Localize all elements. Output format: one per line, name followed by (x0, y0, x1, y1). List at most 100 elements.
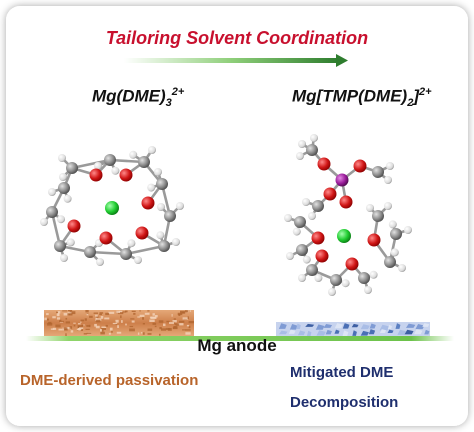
texture-speck (152, 322, 157, 325)
hydrogen-atom (298, 140, 306, 148)
hydrogen-atom (296, 152, 304, 160)
hydrogen-atom (134, 256, 142, 264)
texture-speck (115, 319, 119, 323)
texture-speck (180, 310, 186, 314)
hydrogen-atom (147, 183, 156, 192)
carbon-atom (158, 240, 170, 252)
mosaic-tile (323, 324, 333, 328)
mosaic-tile (278, 323, 287, 329)
texture-speck (59, 320, 64, 322)
texture-speck (121, 320, 123, 323)
texture-speck (144, 312, 150, 315)
texture-speck (95, 325, 100, 329)
mosaic-tile (278, 330, 288, 335)
texture-speck (95, 315, 99, 319)
right-formula-close: ] (413, 86, 419, 106)
hydrogen-atom (404, 226, 412, 234)
left-complex-formula: Mg(DME)32+ (92, 86, 184, 109)
hydrogen-atom (57, 215, 65, 224)
carbon-atom (312, 200, 324, 212)
mosaic-tile (422, 323, 430, 327)
texture-speck (142, 332, 145, 335)
texture-speck (175, 323, 180, 326)
texture-speck (139, 310, 141, 312)
oxygen-atom (339, 195, 353, 209)
hydrogen-atom (48, 188, 56, 196)
texture-speck (115, 323, 118, 325)
carbon-atom (306, 264, 318, 276)
texture-speck (142, 316, 144, 320)
carbon-atom (294, 216, 306, 228)
carbon-atom (46, 206, 58, 218)
texture-speck (86, 332, 92, 334)
oxygen-atom (317, 157, 331, 171)
mosaic-tile (351, 323, 359, 328)
mosaic-tile (415, 324, 425, 330)
mosaic-tile (316, 330, 326, 336)
mosaic-tile (397, 329, 407, 335)
carbon-atom (330, 274, 342, 286)
hydrogen-atom (308, 212, 316, 220)
texture-speck (99, 312, 104, 314)
texture-speck (84, 318, 87, 321)
mosaic-tile (352, 330, 357, 336)
hydrogen-atom (364, 286, 372, 294)
hydrogen-atom (369, 270, 378, 279)
texture-speck (44, 317, 47, 321)
mosaic-tile (360, 330, 369, 336)
oxygen-atom (141, 196, 155, 210)
texture-speck (186, 324, 190, 327)
texture-speck (147, 328, 153, 331)
texture-speck (80, 321, 82, 323)
texture-speck (55, 324, 61, 328)
mosaic-tile (368, 329, 376, 335)
texture-speck (158, 320, 164, 323)
mosaic-tile (387, 324, 392, 330)
carbon-atom (372, 210, 384, 222)
figure-title: Tailoring Solvent Coordination (105, 28, 369, 48)
carbon-atom (164, 210, 176, 222)
hydrogen-atom (341, 279, 350, 288)
texture-speck (142, 323, 145, 325)
texture-speck (86, 313, 89, 316)
texture-speck (119, 310, 122, 313)
mosaic-tile (288, 329, 296, 334)
texture-speck (57, 313, 59, 316)
texture-speck (100, 316, 104, 319)
bond (89, 250, 127, 256)
texture-speck (69, 326, 73, 329)
mosaic-tile (334, 323, 343, 329)
texture-speck (112, 322, 118, 325)
carbon-atom (104, 154, 116, 166)
texture-speck (80, 328, 83, 331)
magnesium-atom (105, 201, 119, 215)
texture-speck (173, 320, 177, 323)
texture-speck (139, 314, 145, 318)
texture-speck (86, 324, 90, 327)
texture-speck (76, 328, 82, 331)
mosaic-tile (404, 329, 414, 335)
passivation-label: DME-derived passivation (20, 372, 199, 389)
hydrogen-atom (292, 227, 301, 236)
texture-speck (152, 313, 155, 316)
texture-speck (65, 317, 68, 320)
oxygen-atom (315, 249, 329, 263)
mosaic-tile (289, 324, 298, 330)
texture-speck (161, 328, 166, 331)
texture-speck (177, 312, 183, 316)
oxygen-atom (119, 168, 133, 182)
phosphorus-atom (335, 173, 349, 187)
texture-speck (125, 310, 128, 313)
hydrogen-atom (310, 134, 318, 142)
texture-speck (65, 333, 67, 336)
carbon-atom (156, 178, 168, 190)
oxygen-atom (353, 159, 367, 173)
texture-speck (137, 332, 140, 335)
texture-speck (78, 323, 81, 325)
texture-speck (108, 311, 115, 314)
hydrogen-atom (154, 168, 162, 176)
hydrogen-atom (111, 166, 120, 175)
texture-speck (169, 322, 174, 324)
texture-speck (122, 311, 127, 313)
